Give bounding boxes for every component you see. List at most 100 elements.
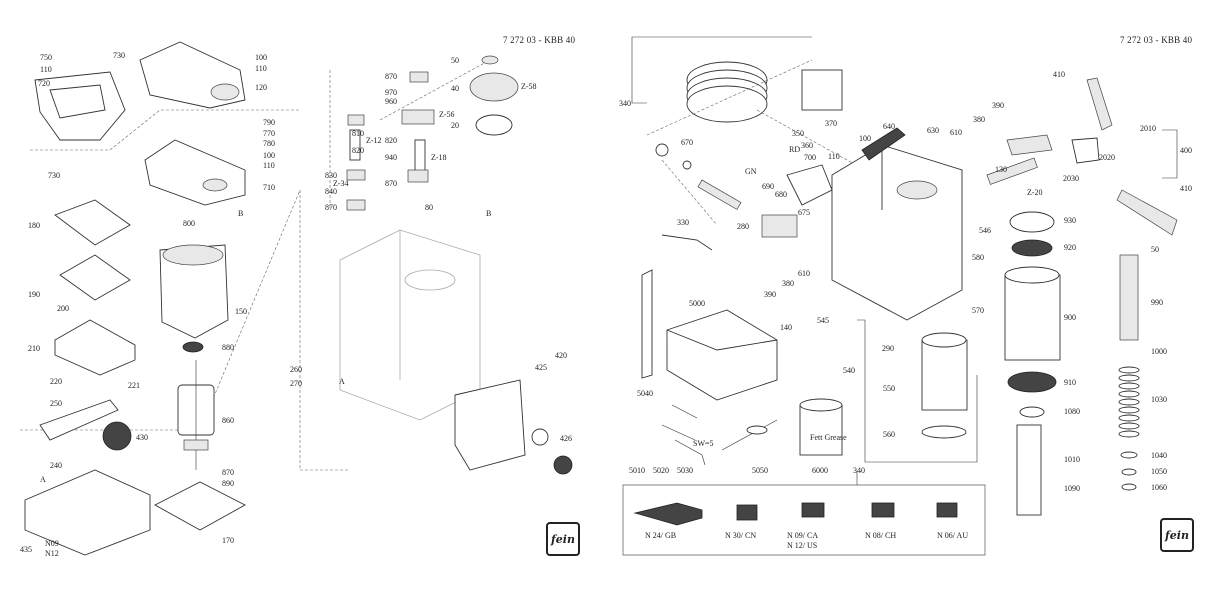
part-label: 110 [40, 65, 52, 74]
part-label: 920 [1064, 243, 1076, 252]
part-label: 880 [222, 343, 234, 352]
part-label: 690 [762, 182, 774, 191]
part-label: 680 [775, 190, 787, 199]
part-label: 50 [1151, 245, 1159, 254]
part-label: 390 [992, 101, 1004, 110]
column-part [1119, 254, 1139, 341]
armature-part [177, 360, 215, 470]
grease-tin-part: Fett Grease [799, 398, 847, 456]
part-label: 1040 [1151, 451, 1167, 460]
part-label: 720 [38, 79, 50, 88]
part-label: 610 [798, 269, 810, 278]
sheet-title: 7 272 03 - KBB 40 [1120, 35, 1193, 45]
fein-logo: fein [1160, 518, 1194, 552]
handle-part [1116, 189, 1178, 236]
top-cover-part [139, 41, 246, 109]
part-label: 790 [263, 118, 275, 127]
part-label: 700 [804, 153, 816, 162]
part-label: 426 [560, 434, 572, 443]
part-label: 870 [385, 179, 397, 188]
part-label: 820 [385, 136, 397, 145]
stator-part [159, 244, 229, 339]
part-label: 430 [136, 433, 148, 442]
part-label: 50 [451, 56, 459, 65]
part-label: 5020 [653, 466, 669, 475]
part-label: 940 [385, 153, 397, 162]
part-label: 5010 [629, 466, 645, 475]
part-label: GN [745, 167, 757, 176]
part-label: 370 [825, 119, 837, 128]
sleeve-part [1004, 266, 1061, 361]
part-label: 210 [28, 344, 40, 353]
part-label: 2020 [1099, 153, 1115, 162]
sheet-title: 7 272 03 - KBB 40 [503, 35, 576, 45]
left-diagram: 750 730 110 720 100 110 120 790 770 780 … [20, 41, 573, 558]
part-label: 830 [325, 171, 337, 180]
part-label: N12 [45, 549, 59, 558]
part-label: 545 [817, 316, 829, 325]
part-label: A [339, 377, 345, 386]
part-label: Z-12 [366, 136, 382, 145]
part-label: 560 [883, 430, 895, 439]
part-label: 425 [535, 363, 547, 372]
part-label: 675 [798, 208, 810, 217]
part-label: 80 [425, 203, 433, 212]
gear-stack-part [346, 55, 519, 211]
part-label: 280 [737, 222, 749, 231]
part-label: 100 [255, 53, 267, 62]
stand-housing-part [831, 144, 963, 321]
part-label: SW=5 [693, 439, 714, 448]
part-label: 220 [50, 377, 62, 386]
part-label: 130 [995, 165, 1007, 174]
part-labels: 750 730 110 720 100 110 120 790 770 780 … [20, 51, 572, 558]
part-label: 770 [263, 129, 275, 138]
part-label: 900 [1064, 313, 1076, 322]
part-label: 820 [352, 146, 364, 155]
fein-logo: fein [546, 522, 580, 556]
guard-part [454, 379, 526, 471]
plug-variants-frame [622, 484, 986, 556]
plug-label: N 12/ US [787, 541, 817, 550]
part-label: 270 [290, 379, 302, 388]
part-label: 570 [972, 306, 984, 315]
part-label: 1090 [1064, 484, 1080, 493]
part-label: 340 [619, 99, 631, 108]
plug-icons [633, 502, 958, 526]
part-label: 730 [48, 171, 60, 180]
part-label: 870 [325, 203, 337, 212]
part-label: 640 [883, 122, 895, 131]
part-label: 5000 [689, 299, 705, 308]
switch-block-part [786, 164, 833, 206]
spring-part [1118, 366, 1140, 438]
part-label: 5040 [637, 389, 653, 398]
part-label: 730 [113, 51, 125, 60]
part-label: 290 [882, 344, 894, 353]
wrench-part [641, 269, 653, 379]
part-label: Z-58 [521, 82, 537, 91]
part-label: 410 [1053, 70, 1065, 79]
part-label: 5050 [752, 466, 768, 475]
electronics-box-part [54, 319, 136, 376]
part-label: 100 [859, 134, 871, 143]
handle-part [1006, 134, 1053, 156]
part-label: 2030 [1063, 174, 1079, 183]
exploded-view-motor-gearbox: 7 272 03 - KBB 40 [0, 0, 600, 594]
part-label: 5030 [677, 466, 693, 475]
part-label: 2010 [1140, 124, 1156, 133]
handle-part [1086, 77, 1113, 131]
part-label: 750 [40, 53, 52, 62]
part-label: Z-34 [333, 179, 349, 188]
part-label: 110 [263, 161, 275, 170]
plug-group-label: 340 [853, 466, 865, 475]
brush-plate-part [154, 481, 246, 531]
tube-part [921, 332, 968, 439]
part-label: 350 [792, 129, 804, 138]
shaft-part [1016, 424, 1042, 516]
electronics-board-part [59, 254, 131, 301]
switch-lever-part [39, 399, 119, 441]
handle-part [34, 71, 126, 141]
part-label: 1060 [1151, 483, 1167, 492]
plug-label: N 30/ CN [725, 531, 756, 540]
part-label: 910 [1064, 378, 1076, 387]
part-label: Z-56 [439, 110, 455, 119]
